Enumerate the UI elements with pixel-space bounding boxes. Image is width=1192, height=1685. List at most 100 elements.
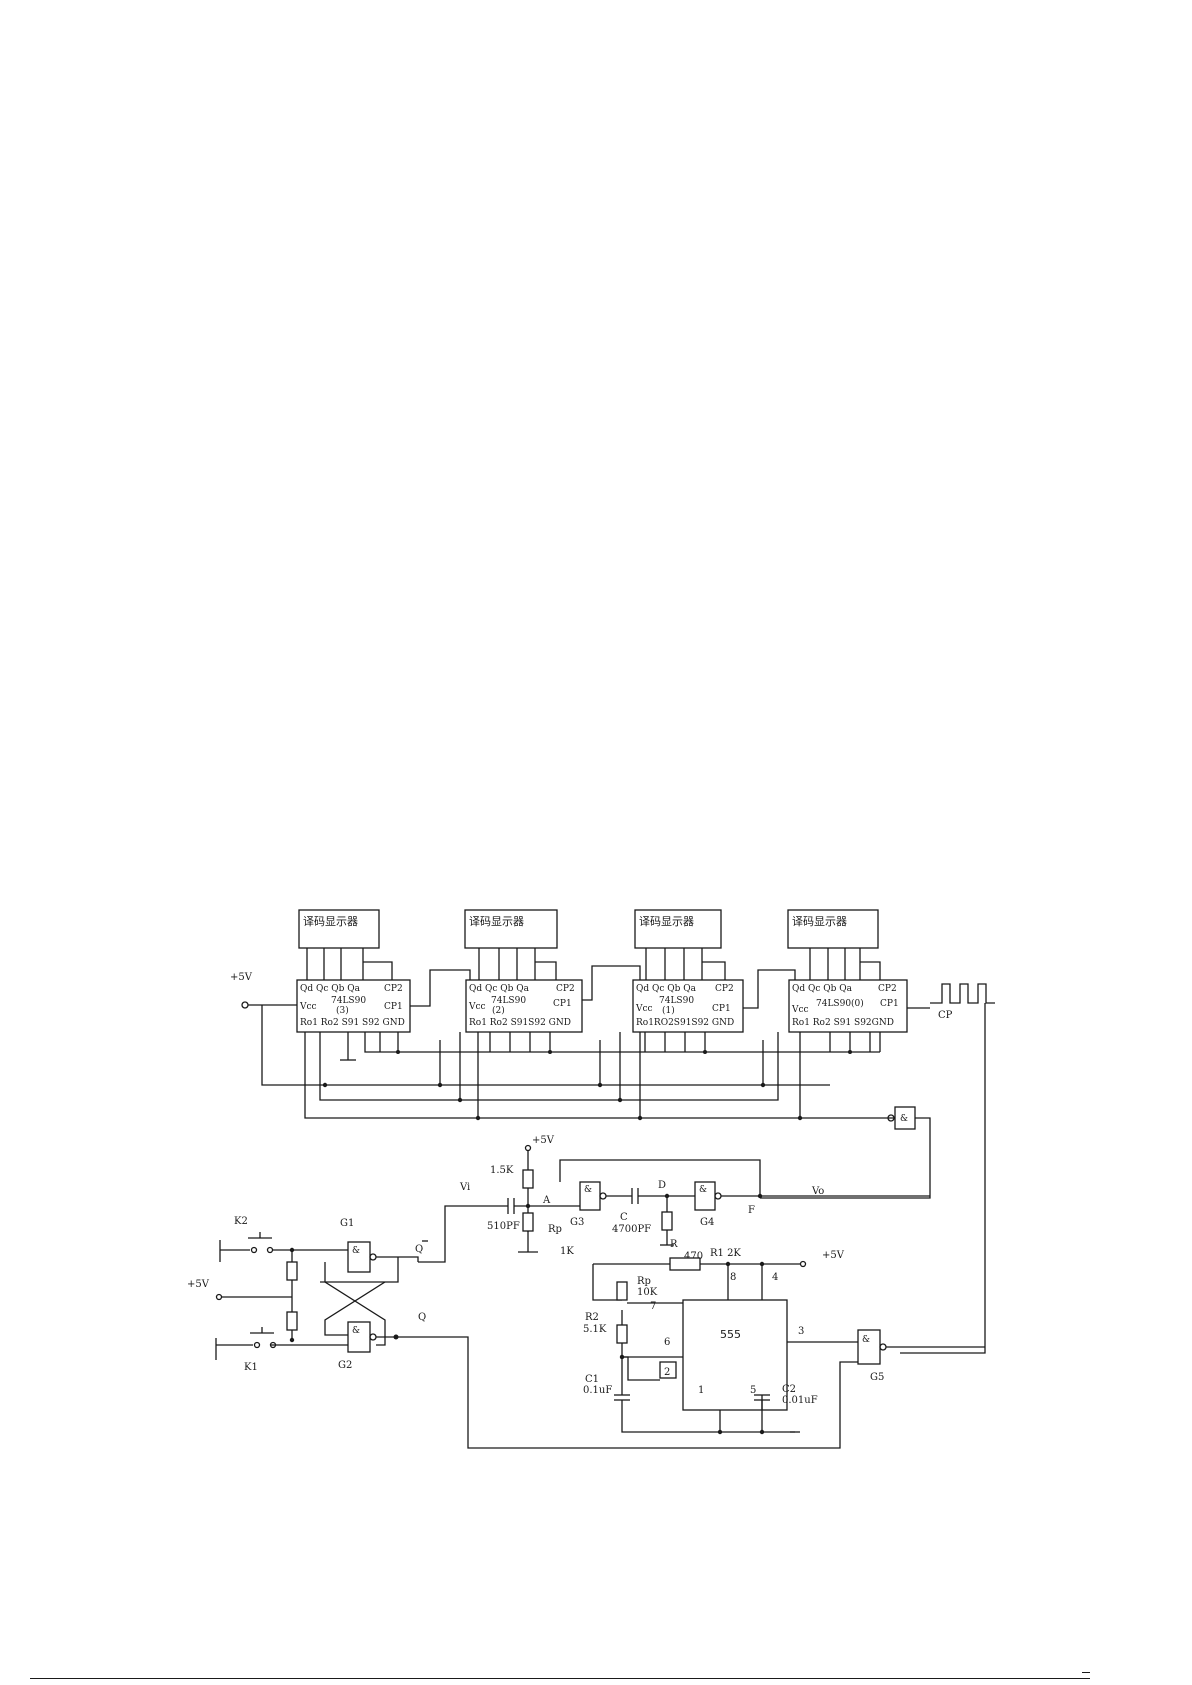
counter-2-cp1: CP1	[553, 999, 572, 1009]
counter-3-q-pins: Qd Qc Qb Qa	[300, 984, 361, 994]
g3-label: G3	[570, 1217, 584, 1228]
gate-g1: &	[347, 1241, 377, 1273]
g2-symbol: &	[352, 1326, 360, 1336]
rp2-value: 10K	[637, 1287, 658, 1298]
counter-1-cp1: CP1	[712, 1004, 731, 1014]
vo-label: Vo	[811, 1186, 824, 1197]
g1-symbol: &	[352, 1246, 360, 1256]
counter-3-chip: 74LS90	[331, 996, 366, 1006]
g4-label: G4	[700, 1217, 714, 1228]
r-1-5k-label: 1.5K	[490, 1165, 514, 1176]
rp-label: Rp	[548, 1224, 562, 1235]
vcc-label-mid: +5V	[532, 1135, 555, 1146]
node-d-label: D	[658, 1180, 666, 1191]
decoder-label-2: 译码显示器	[469, 915, 524, 928]
r-1k-label: 1K	[560, 1246, 574, 1257]
pin-4-label: 4	[772, 1272, 778, 1283]
decoder-label-1: 译码显示器	[639, 915, 694, 928]
cap-4700pf-label: 4700PF	[612, 1224, 651, 1235]
gate-g2-label: G2	[338, 1360, 352, 1371]
gate-g1-label: G1	[340, 1218, 354, 1229]
g3-symbol: &	[584, 1185, 592, 1195]
r1-label: R1 2K	[710, 1248, 741, 1259]
switch-k1-label: K1	[244, 1362, 258, 1373]
counter-2-index: (2)	[492, 1005, 505, 1016]
counter-74ls90-3: Qd Qc Qb Qa CP2 74LS90 Vcc CP1 (3) Ro1 R…	[296, 979, 411, 1033]
gate-g2: &	[347, 1321, 377, 1353]
counter-2-cp2: CP2	[556, 984, 575, 994]
counter-1-chip: 74LS90	[659, 996, 694, 1006]
pin-8-label: 8	[730, 1272, 736, 1283]
pin-6-label: 6	[664, 1337, 670, 1348]
c2-value: 0.01uF	[782, 1395, 818, 1406]
r-label: R	[670, 1239, 678, 1250]
decoder-label-3: 译码显示器	[303, 915, 358, 928]
counter-1-bottom-pins: Ro1RO2S91S92 GND	[636, 1018, 734, 1028]
decoder-display-2: 译码显示器	[464, 909, 558, 949]
decoder-display-1: 译码显示器	[634, 909, 722, 949]
decoder-label-0: 译码显示器	[792, 915, 847, 928]
switch-k2	[219, 1232, 348, 1262]
counter-74ls90-2: Qd Qc Qb Qa CP2 74LS90 Vcc CP1 (2) Ro1 R…	[465, 979, 583, 1033]
counter-0-vcc: Vcc	[791, 1005, 809, 1015]
vcc-terminal-left	[241, 1001, 249, 1009]
pin-1-label: 1	[698, 1385, 704, 1396]
vcc-label-555: +5V	[822, 1250, 845, 1261]
pin-3-label: 3	[798, 1326, 804, 1337]
r2-value: 5.1K	[583, 1324, 607, 1335]
timer-555: 555	[682, 1299, 788, 1411]
gate-g4: & G4	[694, 1181, 722, 1228]
vi-label: Vi	[459, 1182, 470, 1193]
counter-3-index: (3)	[336, 1005, 349, 1016]
r-470-label: 470	[684, 1251, 703, 1262]
counter-1-vcc: Vcc	[635, 1004, 653, 1014]
pin-2-label: 2	[664, 1367, 670, 1378]
footer-rule	[30, 1678, 1090, 1679]
counter-2-q-pins: Qd Qc Qb Qa	[469, 984, 530, 994]
gate-g3: & G3	[570, 1181, 607, 1228]
timer-555-label: 555	[720, 1328, 741, 1341]
decoder-display-0: 译码显示器	[787, 909, 879, 949]
clock-waveform	[930, 983, 995, 1004]
counter-74ls90-0: Qd Qc Qb Qa CP2 74LS90(0) Vcc CP1 Ro1 Ro…	[788, 979, 908, 1033]
pin-7-label: 7	[650, 1301, 656, 1312]
gate-g5: & G5	[857, 1329, 887, 1383]
q-bar-label: Q	[415, 1244, 423, 1255]
c2-label: C2	[782, 1384, 796, 1395]
switch-k1	[215, 1327, 277, 1360]
rp2-label: Rp	[637, 1276, 651, 1287]
pin-5-label: 5	[750, 1385, 756, 1396]
cap-510pf-label: 510PF	[487, 1221, 520, 1232]
node-f-label: F	[748, 1205, 755, 1216]
counter-0-cp2: CP2	[878, 984, 897, 994]
counter-0-chip: 74LS90(0)	[816, 998, 864, 1009]
counter-2-chip: 74LS90	[491, 996, 526, 1006]
vcc-label-switch: +5V	[187, 1279, 210, 1290]
cap-c-label: C	[620, 1212, 628, 1223]
decoder-display-3: 译码显示器	[298, 909, 380, 949]
c1-label: C1	[585, 1374, 599, 1385]
counter-2-bottom-pins: Ro1 Ro2 S91S92 GND	[469, 1018, 571, 1028]
footer-tick	[1082, 1672, 1090, 1673]
counter-1-q-pins: Qd Qc Qb Qa	[636, 984, 697, 994]
counter-3-bottom-pins: Ro1 Ro2 S91 S92 GND	[300, 1018, 405, 1028]
counter-3-cp1: CP1	[384, 1002, 403, 1012]
counter-0-cp1: CP1	[880, 999, 899, 1009]
reset-nand-gate: &	[760, 1106, 931, 1199]
counter-3-vcc: Vcc	[299, 1002, 317, 1012]
counter-0-q-pins: Qd Qc Qb Qa	[792, 984, 853, 994]
g4-symbol: &	[699, 1185, 707, 1195]
counter-1-index: (1)	[662, 1005, 675, 1016]
counter-74ls90-1: Qd Qc Qb Qa CP2 74LS90 Vcc CP1 (1) Ro1RO…	[632, 979, 744, 1033]
counter-1-cp2: CP2	[715, 984, 734, 994]
r2-label: R2	[585, 1312, 599, 1323]
node-a-label: A	[542, 1195, 551, 1206]
q-label: Q	[418, 1312, 426, 1323]
reset-gate-symbol: &	[900, 1114, 908, 1124]
vcc-label-left: +5V	[230, 972, 253, 983]
counter-3-cp2: CP2	[384, 984, 403, 994]
counter-0-bottom-pins: Ro1 Ro2 S91 S92GND	[792, 1018, 894, 1028]
g5-label: G5	[870, 1372, 884, 1383]
